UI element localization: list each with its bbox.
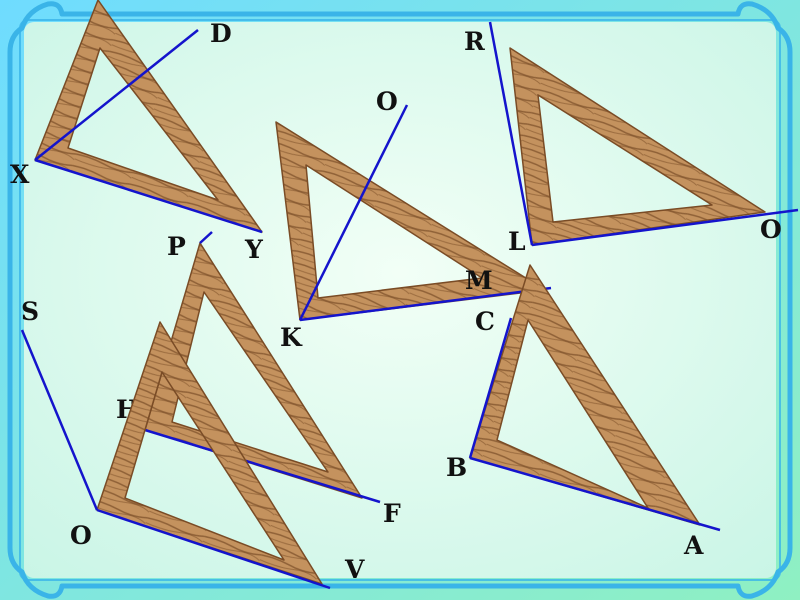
label-f: F <box>383 499 401 528</box>
label-k: K <box>280 323 303 352</box>
label-x: X <box>10 160 30 189</box>
label-o-right: O <box>760 215 782 244</box>
ray-lr <box>488 21 534 246</box>
set-square-xdy: X D Y <box>10 0 264 264</box>
ray-hf <box>144 428 381 504</box>
decorative-frame <box>7 1 793 599</box>
ray-os <box>20 329 99 511</box>
label-b: B <box>446 453 467 482</box>
ray-ko <box>298 104 409 321</box>
label-r: R <box>464 27 485 56</box>
label-p: P <box>167 232 186 261</box>
set-square-rlo: R L O <box>464 21 799 256</box>
ray-kc <box>299 286 552 322</box>
label-d: D <box>210 19 232 48</box>
set-square-koc: K O C M <box>275 87 552 352</box>
label-c: C <box>475 307 495 336</box>
set-square-sov: S O V <box>20 297 365 590</box>
label-a: A <box>683 531 704 560</box>
label-m: M <box>465 266 493 295</box>
ray-p <box>199 231 213 244</box>
ray-ba <box>469 456 721 532</box>
ray-ov <box>96 508 331 590</box>
label-v: V <box>344 555 365 584</box>
ray-lo <box>531 208 799 247</box>
set-square-cba: B A <box>446 264 721 560</box>
label-o-bottom: O <box>70 521 92 550</box>
ray-xd <box>34 29 199 161</box>
label-y: Y <box>244 235 264 264</box>
label-l: L <box>508 227 526 256</box>
decorative-frame-inner <box>19 19 781 581</box>
ray-bc <box>468 317 513 459</box>
label-o-top: O <box>376 87 398 116</box>
ray-xy <box>34 158 263 234</box>
label-s: S <box>21 297 39 326</box>
